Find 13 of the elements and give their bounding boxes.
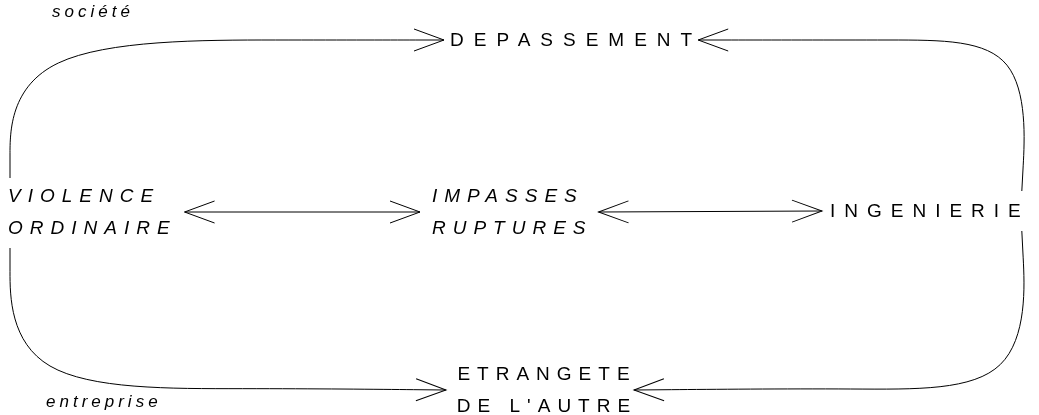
- node-label: VIOLENCE ORDINAIRE: [8, 184, 177, 240]
- arrow: [9, 28, 445, 179]
- node-label: IMPASSES RUPTURES: [432, 184, 593, 240]
- arrow: [184, 200, 421, 224]
- node-label: DEPASSEMENT: [450, 28, 703, 52]
- side-label: entreprise: [46, 392, 162, 412]
- arrow: [9, 247, 447, 402]
- side-label: société: [52, 2, 134, 22]
- arrow: [633, 230, 1025, 402]
- arrow: [697, 28, 1025, 192]
- node-label: INGENIERIE: [830, 199, 1030, 223]
- node-label: ETRANGETE DE L'AUTRE: [455, 362, 639, 415]
- arrow: [598, 199, 823, 224]
